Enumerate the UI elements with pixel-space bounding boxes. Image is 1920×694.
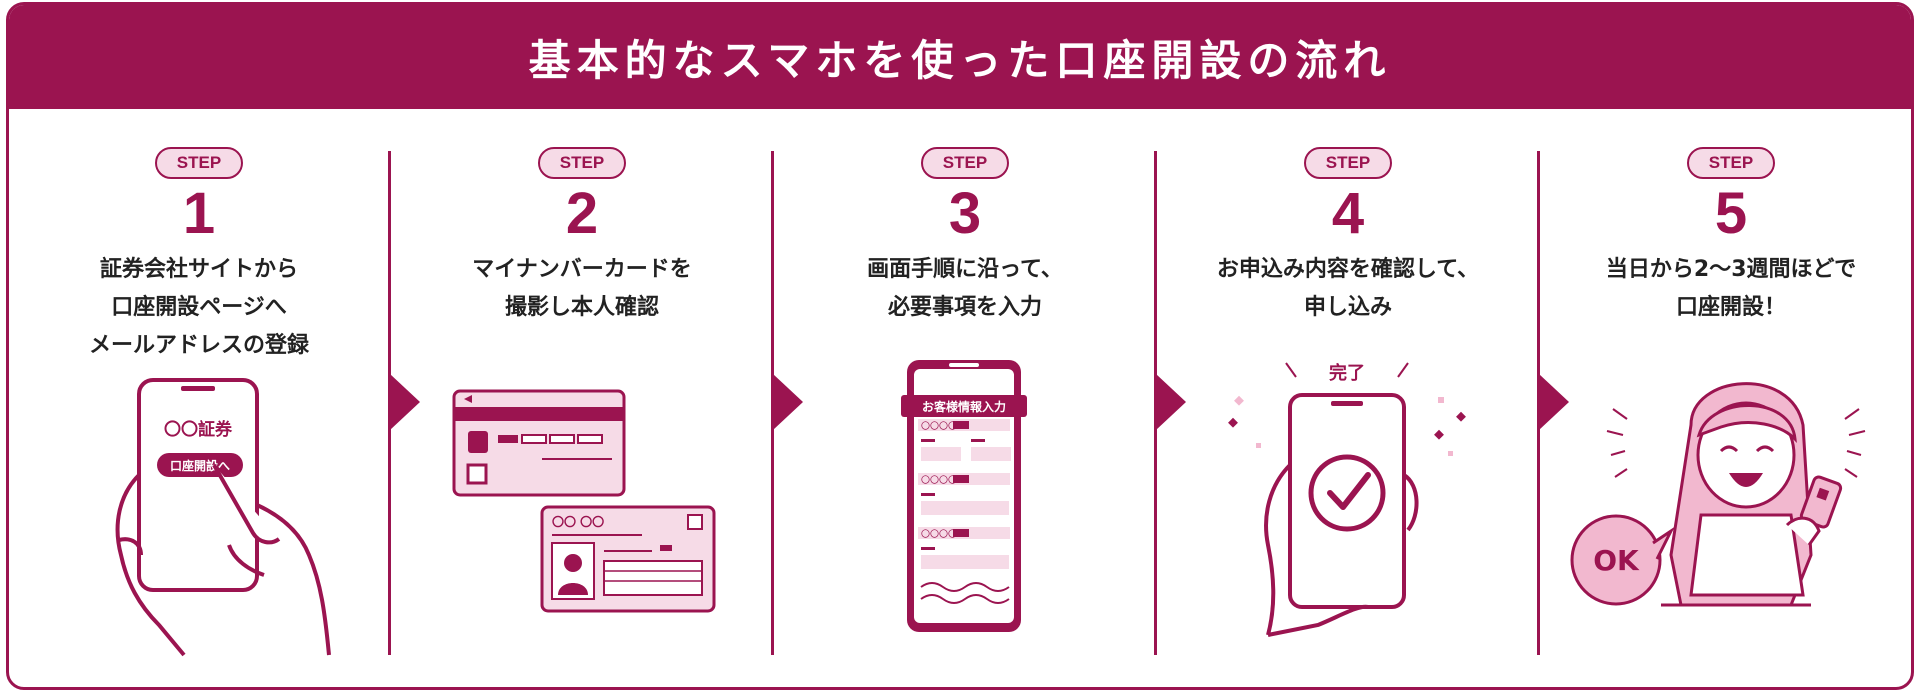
step-number: 2 xyxy=(565,181,599,246)
field-label: 〇〇〇〇 xyxy=(921,421,957,432)
card-name: 〇〇 〇〇 xyxy=(552,514,604,529)
step-badge: STEP xyxy=(1687,147,1775,179)
header-bar: 基本的なスマホを使った口座開設の流れ xyxy=(9,5,1911,109)
ok-bubble-text: OK xyxy=(1593,544,1640,577)
signup-button-label: 口座開設へ xyxy=(170,458,230,473)
step-3: STEP 3 画面手順に沿って、 必要事項を入力 xyxy=(775,147,1155,327)
field-label: 〇〇〇〇 xyxy=(921,475,957,486)
page-title: 基本的なスマホを使った口座開設の流れ xyxy=(528,35,1392,85)
arrow-right-icon xyxy=(1539,374,1569,430)
phone-signup-illustration: 〇〇証券 口座開設へ xyxy=(9,355,389,675)
step-line: 画面手順に沿って、 xyxy=(867,257,1063,282)
step-description: 当日から2〜3週間ほどで 口座開設！ xyxy=(1541,251,1911,327)
step-number: 4 xyxy=(1331,181,1365,246)
step-badge: STEP xyxy=(921,147,1009,179)
step-1: STEP 1 証券会社サイトから 口座開設ページへ メールアドレスの登録 xyxy=(9,147,389,365)
step-line: 口座開設ページへ xyxy=(111,295,287,320)
step-line: 申し込み xyxy=(1303,295,1392,320)
flow-panel: 基本的なスマホを使った口座開設の流れ STEP 1 証券会社サイトから 口座開設… xyxy=(6,2,1914,690)
step-badge: STEP xyxy=(1304,147,1392,179)
field-label: 〇〇〇〇 xyxy=(921,529,957,540)
step-line: 証券会社サイトから xyxy=(99,257,298,282)
step-number: 1 xyxy=(182,181,216,246)
step-line: 当日から2〜3週間ほどで xyxy=(1605,257,1857,282)
done-label: 完了 xyxy=(1329,362,1365,384)
step-2: STEP 2 マイナンバーカードを 撮影し本人確認 xyxy=(392,147,772,327)
form-title: お客様情報入力 xyxy=(922,399,1006,414)
step-number: 3 xyxy=(948,181,982,246)
form-input-illustration: お客様情報入力 〇〇〇〇 〇〇〇〇 〇〇〇〇 xyxy=(775,355,1155,675)
step-line: 必要事項を入力 xyxy=(887,295,1042,320)
step-description: 画面手順に沿って、 必要事項を入力 xyxy=(775,251,1155,327)
step-badge: STEP xyxy=(155,147,243,179)
step-line: メールアドレスの登録 xyxy=(88,333,309,358)
arrow-right-icon xyxy=(773,374,803,430)
step-line: 撮影し本人確認 xyxy=(504,295,659,320)
application-complete-illustration: 完了 xyxy=(1158,355,1538,675)
step-number: 5 xyxy=(1714,181,1748,246)
step-badge: STEP xyxy=(538,147,626,179)
phone-brand: 〇〇証券 xyxy=(164,419,233,440)
step-description: お申込み内容を確認して、 申し込み xyxy=(1158,251,1538,327)
account-opened-illustration: OK xyxy=(1541,355,1911,675)
step-5: STEP 5 当日から2〜3週間ほどで 口座開設！ xyxy=(1541,147,1911,327)
arrow-right-icon xyxy=(390,374,420,430)
step-description: マイナンバーカードを 撮影し本人確認 xyxy=(392,251,772,327)
step-divider xyxy=(771,151,774,655)
mynumber-card-illustration: 〇〇 〇〇 xyxy=(392,355,772,675)
arrow-right-icon xyxy=(1156,374,1186,430)
step-line: マイナンバーカードを xyxy=(472,257,692,282)
step-line: 口座開設！ xyxy=(1675,295,1786,320)
step-divider xyxy=(1537,151,1540,655)
step-4: STEP 4 お申込み内容を確認して、 申し込み xyxy=(1158,147,1538,327)
step-divider xyxy=(1154,151,1157,655)
step-description: 証券会社サイトから 口座開設ページへ メールアドレスの登録 xyxy=(9,251,389,365)
step-divider xyxy=(388,151,391,655)
step-line: お申込み内容を確認して、 xyxy=(1216,257,1480,282)
